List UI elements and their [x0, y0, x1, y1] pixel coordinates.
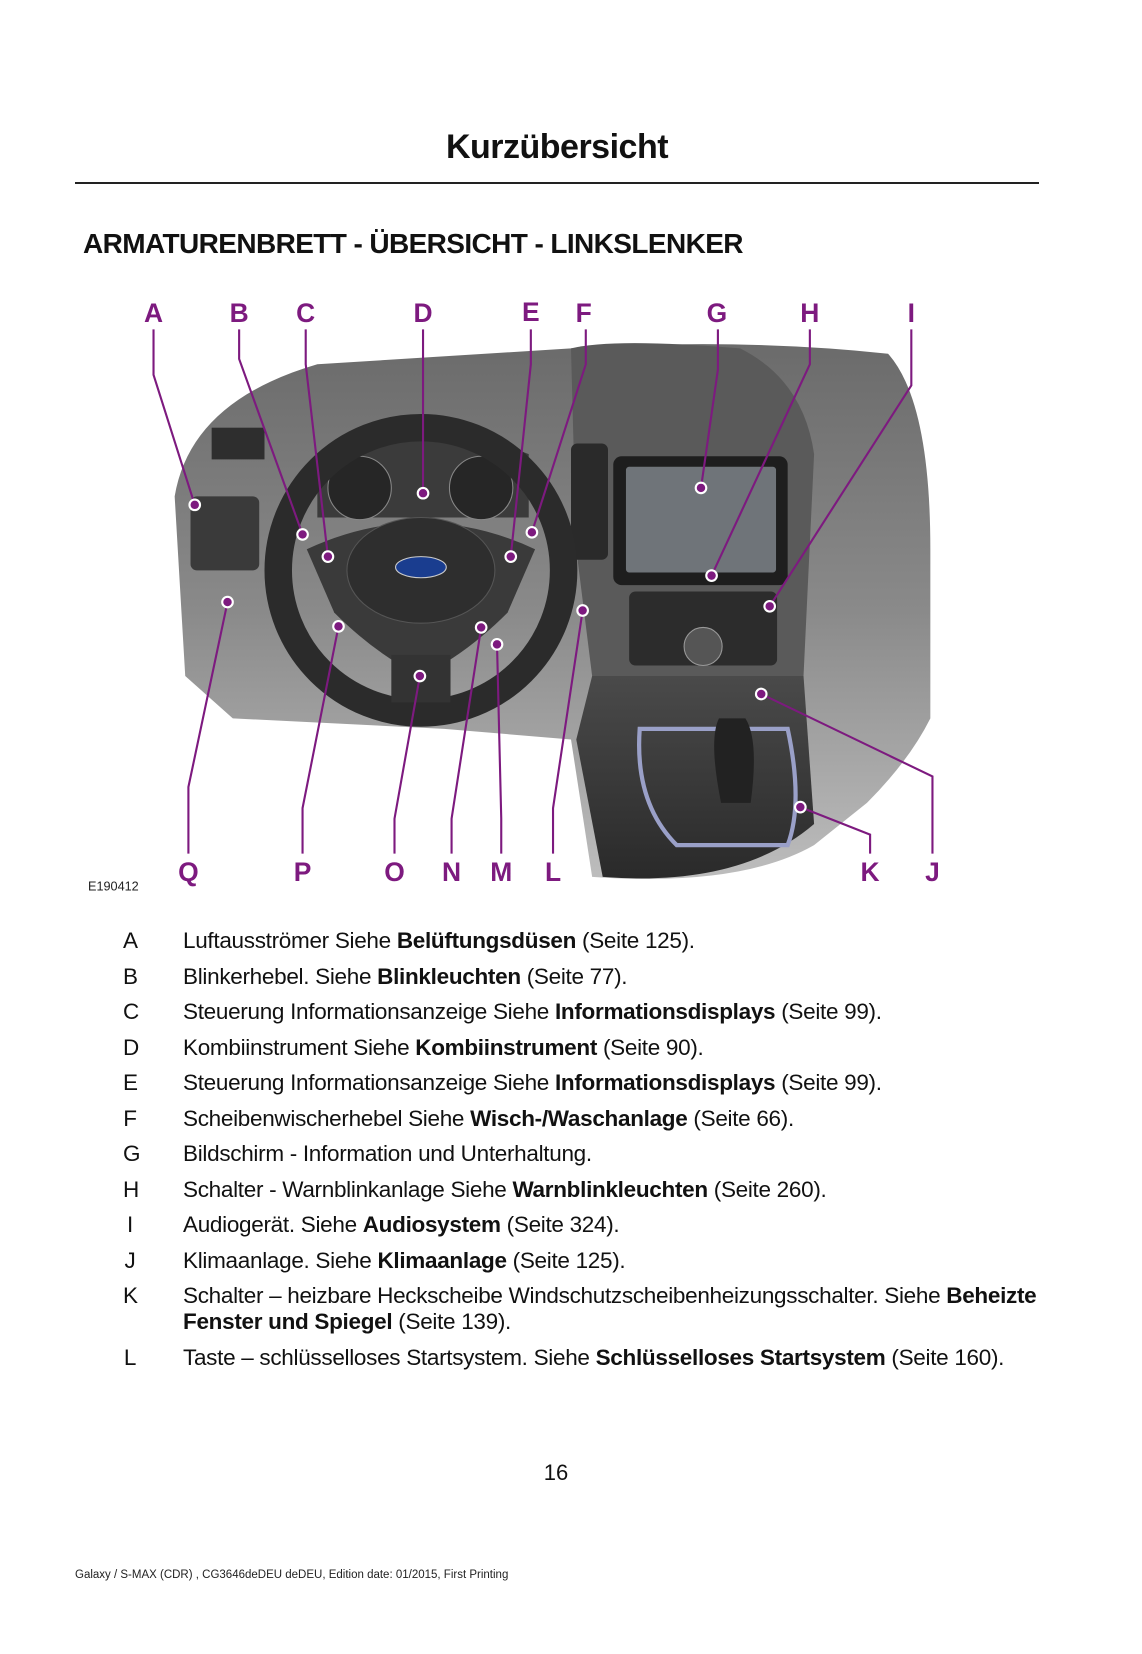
legend-page-ref: (Seite 90).: [597, 1034, 704, 1060]
section-title: ARMATURENBRETT - ÜBERSICHT - LINKSLENKER: [83, 228, 744, 259]
legend-key: B: [123, 963, 138, 989]
legend-text: Steuerung Informationsanzeige Siehe Info…: [183, 999, 1043, 1025]
legend-reference-link: Informationsdisplays: [554, 1070, 776, 1095]
legend-item: B Blinkerhebel. Siehe Blinkleuchten (Seit…: [0, 964, 1142, 990]
legend-page-ref: (Seite 99).: [775, 1070, 882, 1095]
page-header-title: Kurzübersicht: [445, 128, 669, 166]
callout-label-n: N: [442, 857, 461, 887]
legend-reference-link: Beheizte Fenster und Spiegel: [183, 1283, 1037, 1334]
dashboard-illustration: A B C D E F G H I Q P O N M L K J E19041…: [88, 297, 940, 894]
legend-text: Schalter - Warnblinkanlage Siehe Warnbli…: [183, 1177, 1043, 1203]
callout-lines: [152, 329, 934, 854]
legend-item: G Bildschirm - Information und Unterhaltu…: [0, 1141, 1142, 1167]
legend-reference-link: Informationsdisplays: [554, 999, 776, 1024]
footer-text: Galaxy / S-MAX (CDR) , CG3646deDEU deDEU…: [75, 1569, 509, 1581]
callout-label-o: O: [384, 857, 405, 887]
legend-text: Steuerung Informationsanzeige Siehe Info…: [183, 1070, 1043, 1096]
legend-key: K: [123, 1283, 138, 1308]
legend-item: K Schalter – heizbare Heckscheibe Windsch…: [0, 1283, 1142, 1335]
callout-label-i: I: [908, 298, 915, 328]
legend-description: Schalter - Warnblinkanlage Siehe: [183, 1176, 513, 1202]
legend-page-ref: (Seite 139).: [392, 1309, 512, 1334]
legend-reference-link: Kombiinstrument: [415, 1034, 598, 1060]
legend-item: L Taste – schlüsselloses Startsystem. Sie…: [0, 1345, 1142, 1371]
legend-reference-link: Belüftungsdüsen: [396, 928, 577, 953]
page-number: 16: [543, 1460, 569, 1485]
legend-text: Bildschirm - Information und Unterhaltun…: [183, 1141, 1043, 1167]
legend-reference-link: Wisch-/Waschanlage: [470, 1105, 688, 1131]
legend-page-ref: (Seite 66).: [687, 1105, 794, 1131]
legend-description: Kombiinstrument Siehe: [183, 1034, 416, 1060]
legend-key: I: [127, 1212, 133, 1237]
legend-reference-link: Blinkleuchten: [377, 963, 521, 989]
legend-description: Klimaanlage. Siehe: [183, 1247, 378, 1273]
callout-label-d: D: [413, 298, 432, 328]
legend-page-ref: (Seite 324).: [500, 1212, 620, 1237]
legend-text: Audiogerät. Siehe Audiosystem (Seite 324…: [183, 1212, 1043, 1238]
legend-key: J: [124, 1247, 136, 1273]
legend-page-ref: (Seite 160).: [885, 1344, 1005, 1370]
callout-label-h: H: [800, 298, 819, 328]
legend-key: E: [123, 1070, 138, 1095]
legend-item: I Audiogerät. Siehe Audiosystem (Seite 32…: [0, 1212, 1142, 1238]
legend-description: Bildschirm - Information und Unterhaltun…: [183, 1141, 592, 1166]
legend-description: Steuerung Informationsanzeige Siehe: [183, 999, 555, 1024]
callout-label-q: Q: [178, 857, 199, 887]
legend-key: A: [123, 928, 138, 953]
legend-page-ref: (Seite 125).: [576, 928, 695, 953]
legend-item: F Scheibenwischerhebel Siehe Wisch-/Wasch…: [0, 1106, 1142, 1132]
legend-list: A Luftausströmer Siehe Belüftungsdüsen (S…: [0, 928, 1142, 1380]
legend-text: Luftausströmer Siehe Belüftungsdüsen (Se…: [183, 928, 1043, 954]
legend-item: E Steuerung Informationsanzeige Siehe Inf…: [0, 1070, 1142, 1096]
legend-item: C Steuerung Informationsanzeige Siehe Inf…: [0, 999, 1142, 1025]
legend-text: Kombiinstrument Siehe Kombiinstrument (S…: [183, 1035, 1043, 1061]
legend-text: Blinkerhebel. Siehe Blinkleuchten (Seite…: [183, 964, 1043, 990]
callout-label-l: L: [545, 857, 561, 887]
legend-reference-link: Schlüsselloses Startsystem: [595, 1344, 886, 1370]
callout-label-f: F: [576, 298, 592, 328]
callout-label-g: G: [707, 298, 728, 328]
callout-label-b: B: [230, 298, 249, 328]
steering-wheel: [264, 413, 578, 727]
legend-key: D: [123, 1034, 139, 1060]
callout-label-j: J: [925, 857, 940, 887]
legend-page-ref: (Seite 125).: [506, 1247, 626, 1273]
legend-reference-link: Warnblinkleuchten: [512, 1176, 708, 1202]
callout-label-m: M: [490, 857, 512, 887]
legend-description: Audiogerät. Siehe: [183, 1212, 363, 1237]
callout-label-a: A: [144, 298, 163, 328]
legend-key: G: [123, 1141, 141, 1166]
legend-description: Luftausströmer Siehe: [183, 928, 397, 953]
legend-text: Taste – schlüsselloses Startsystem. Sieh…: [183, 1345, 1043, 1371]
legend-item: D Kombiinstrument Siehe Kombiinstrument (…: [0, 1035, 1142, 1061]
legend-description: Steuerung Informationsanzeige Siehe: [183, 1070, 555, 1095]
legend-page-ref: (Seite 99).: [775, 999, 882, 1024]
legend-key: F: [123, 1105, 137, 1131]
callout-label-p: P: [294, 857, 312, 887]
legend-text: Klimaanlage. Siehe Klimaanlage (Seite 12…: [183, 1248, 1043, 1274]
callout-dots: [188, 481, 807, 814]
header-rule: [75, 182, 1039, 184]
legend-text: Schalter – heizbare Heckscheibe Windschu…: [183, 1283, 1043, 1335]
callout-label-c: C: [296, 298, 315, 328]
legend-item: A Luftausströmer Siehe Belüftungsdüsen (S…: [0, 928, 1142, 954]
figure-code: E190412: [88, 880, 139, 894]
legend-key: C: [123, 999, 139, 1024]
callout-label-k: K: [861, 857, 880, 887]
legend-description: Schalter – heizbare Heckscheibe Windschu…: [183, 1283, 947, 1308]
legend-page-ref: (Seite 260).: [707, 1176, 827, 1202]
legend-text: Scheibenwischerhebel Siehe Wisch-/Wascha…: [183, 1106, 1043, 1132]
legend-item: J Klimaanlage. Siehe Klimaanlage (Seite 1…: [0, 1248, 1142, 1274]
callout-label-e: E: [522, 297, 540, 327]
legend-item: H Schalter - Warnblinkanlage Siehe Warnbl…: [0, 1177, 1142, 1203]
legend-description: Blinkerhebel. Siehe: [183, 963, 378, 989]
legend-reference-link: Audiosystem: [362, 1212, 501, 1237]
legend-description: Taste – schlüsselloses Startsystem. Sieh…: [183, 1344, 596, 1370]
legend-description: Scheibenwischerhebel Siehe: [183, 1105, 471, 1131]
legend-reference-link: Klimaanlage: [377, 1247, 507, 1273]
legend-page-ref: (Seite 77).: [520, 963, 628, 989]
legend-key: L: [123, 1344, 137, 1370]
legend-key: H: [123, 1176, 139, 1202]
